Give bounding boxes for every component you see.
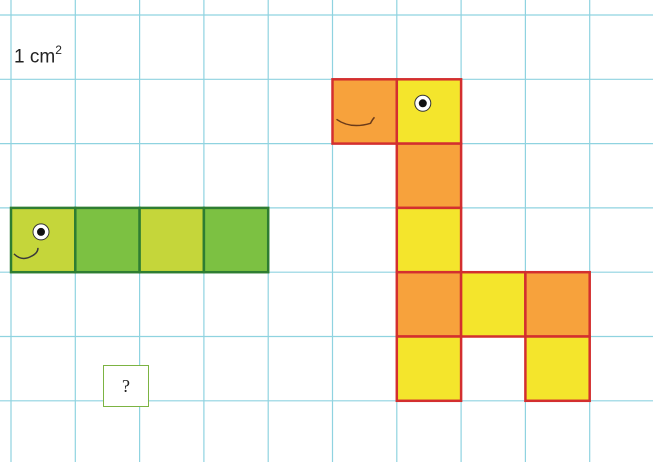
giraffe-square (525, 272, 589, 336)
caterpillar-square (75, 208, 139, 272)
pupil-icon (37, 228, 45, 236)
answer-box-text: ? (122, 376, 130, 397)
giraffe-square (333, 79, 397, 143)
caterpillar-shape (11, 208, 268, 272)
unit-area-label: 1 cm2 (14, 44, 62, 68)
giraffe-square (397, 272, 461, 336)
pupil-icon (419, 99, 427, 107)
unit-area-exponent: 2 (55, 43, 62, 57)
giraffe-shape (333, 79, 590, 401)
giraffe-square (397, 144, 461, 208)
giraffe-square (397, 208, 461, 272)
answer-box[interactable]: ? (103, 365, 149, 407)
unit-area-text: 1 cm (14, 46, 55, 67)
giraffe-square (397, 337, 461, 401)
giraffe-square (397, 79, 461, 143)
caterpillar-square (204, 208, 268, 272)
giraffe-square (461, 272, 525, 336)
giraffe-square (525, 337, 589, 401)
caterpillar-square (140, 208, 204, 272)
